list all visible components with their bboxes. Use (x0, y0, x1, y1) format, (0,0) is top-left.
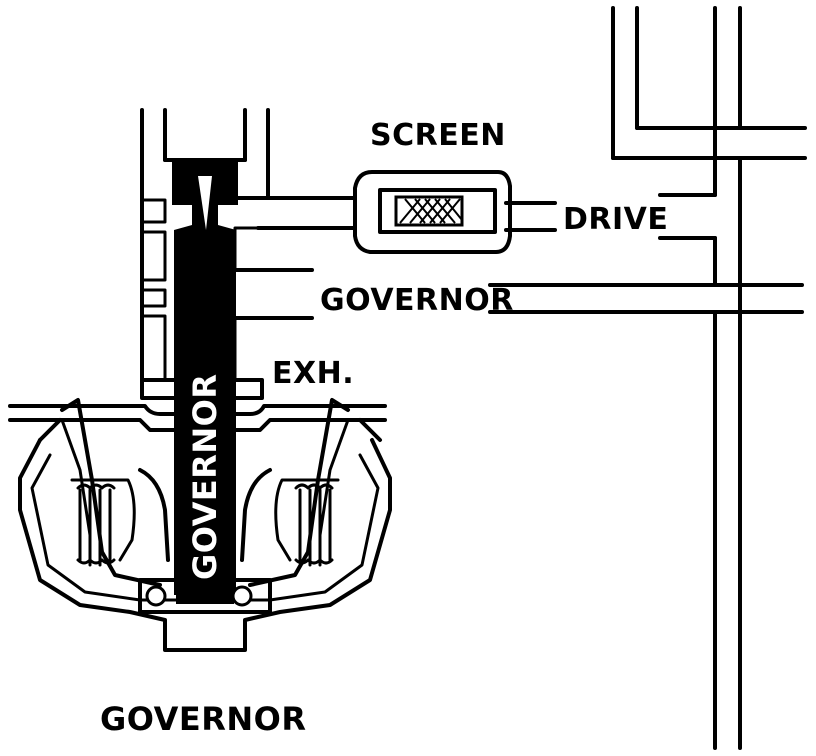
exhaust-label: EXH. (272, 356, 354, 391)
governor-housing (8, 398, 392, 652)
governor-line (233, 268, 804, 320)
governor-shaft-label: GOVERNOR (186, 374, 224, 581)
screen-filter (233, 170, 512, 254)
drive-label: DRIVE (563, 202, 668, 237)
screen-mesh (399, 198, 463, 224)
diagram-caption: GOVERNOR (100, 700, 307, 738)
drive-line (504, 193, 717, 240)
governor-valve (172, 162, 238, 395)
governor-line-label: GOVERNOR (320, 283, 514, 318)
screen-label: SCREEN (370, 118, 506, 153)
governor-shaft (174, 395, 236, 595)
main-pipe (611, 6, 807, 750)
